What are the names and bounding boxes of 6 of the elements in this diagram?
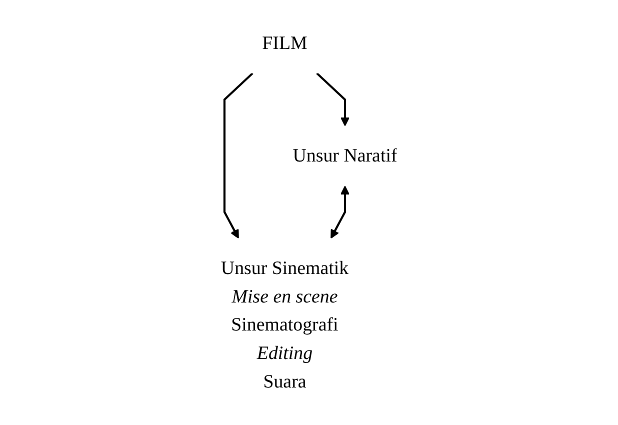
arrow [223, 72, 254, 239]
arrow [330, 186, 350, 239]
node-text: FILM [262, 32, 308, 54]
node-text: Unsur Sinematik Mise en scene Sinematografi Editing Suara [220, 257, 348, 392]
arrow [316, 72, 350, 126]
node-text: Unsur Naratif [292, 144, 398, 166]
